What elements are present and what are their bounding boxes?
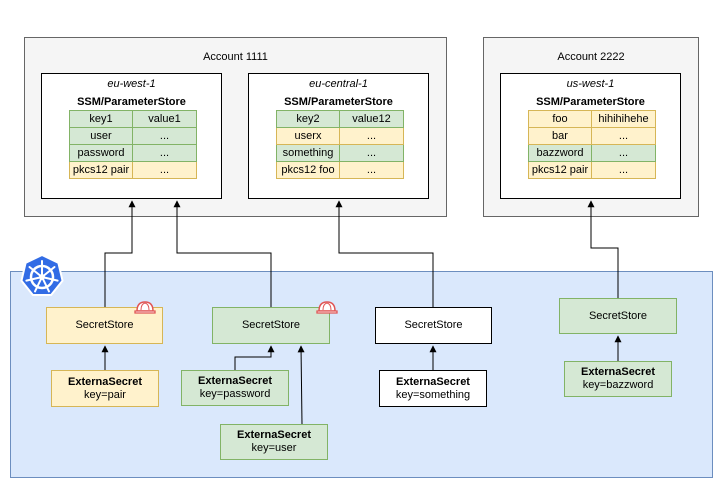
secret-store-label: SecretStore	[75, 319, 134, 331]
external-secret-title: ExternaSecret	[581, 366, 655, 378]
external-secret-title: ExternaSecret	[237, 429, 311, 441]
parameter-key: pkcs12 pair	[69, 161, 133, 179]
external-secret-user: ExternaSecret key=user	[220, 424, 328, 460]
external-secret-title: ExternaSecret	[68, 375, 142, 388]
external-secret-something: ExternaSecret key=something	[379, 370, 487, 407]
parameter-key: password	[69, 144, 133, 162]
parameter-row: password...	[69, 144, 197, 162]
parameter-key: user	[69, 127, 133, 145]
hard-hat-icon	[134, 301, 156, 314]
external-secret-bazzword: ExternaSecret key=bazzword	[564, 361, 672, 397]
secret-store-3: SecretStore	[375, 307, 492, 344]
parameter-value: ...	[132, 144, 197, 162]
parameter-row: something...	[276, 144, 404, 162]
parameter-row: pkcs12 foo...	[276, 161, 404, 179]
parameter-value: ...	[339, 161, 404, 179]
region-name: us-west-1	[566, 78, 615, 90]
parameter-value: ...	[591, 127, 656, 145]
parameter-value: value1	[132, 110, 197, 128]
parameter-row: pkcs12 pair...	[69, 161, 197, 179]
parameter-key: userx	[276, 127, 340, 145]
parameter-key: pkcs12 pair	[528, 161, 592, 179]
external-secret-title: ExternaSecret	[198, 375, 272, 387]
external-secret-key: key=password	[199, 388, 271, 400]
external-secret-pair: ExternaSecret key=pair	[51, 370, 159, 407]
parameter-store-title: SSM/ParameterStore	[536, 96, 645, 108]
account-title: Account 2222	[557, 51, 625, 63]
region-name: eu-west-1	[107, 78, 156, 90]
kubernetes-logo-icon	[20, 253, 64, 296]
edge-secretstore4-to-us-west-1	[587, 200, 619, 298]
parameter-value: ...	[132, 161, 197, 179]
edge-secretstore3-to-eu-central-1	[335, 200, 434, 307]
secret-store-label: SecretStore	[404, 319, 463, 331]
parameter-key: key2	[276, 110, 340, 128]
external-secret-title: ExternaSecret	[395, 375, 470, 388]
edge-secretstore1-to-eu-west-1	[104, 200, 136, 307]
parameter-row: userx...	[276, 127, 404, 145]
edge-es-password-to-secretstore2	[234, 345, 275, 370]
parameter-row: pkcs12 pair...	[528, 161, 656, 179]
parameter-store-title: SSM/ParameterStore	[77, 96, 186, 108]
parameter-value: ...	[339, 144, 404, 162]
parameter-key: bazzword	[528, 144, 592, 162]
secret-store-4: SecretStore	[559, 298, 677, 334]
region-name: eu-central-1	[309, 78, 368, 90]
parameter-store-title: SSM/ParameterStore	[284, 96, 393, 108]
external-secret-password: ExternaSecret key=password	[181, 370, 289, 406]
account-title: Account 1111	[203, 51, 268, 63]
parameter-row: user...	[69, 127, 197, 145]
external-secret-key: key=user	[251, 442, 297, 454]
secret-store-label: SecretStore	[241, 319, 301, 331]
parameter-value: ...	[591, 161, 656, 179]
parameter-row: bazzword...	[528, 144, 656, 162]
secret-store-label: SecretStore	[588, 309, 648, 322]
hard-hat-icon	[316, 301, 338, 314]
parameter-value: ...	[591, 144, 656, 162]
external-secret-key: key=bazzword	[582, 379, 654, 391]
secret-store-2: SecretStore	[212, 307, 330, 344]
edge-secretstore2-to-eu-west-1	[173, 200, 272, 307]
parameter-key: pkcs12 foo	[276, 161, 340, 179]
external-secret-key: key=something	[395, 388, 471, 401]
external-secret-key: key=pair	[84, 388, 126, 401]
edge-es-user-to-secretstore2	[297, 345, 305, 425]
parameter-key: foo	[528, 110, 592, 128]
